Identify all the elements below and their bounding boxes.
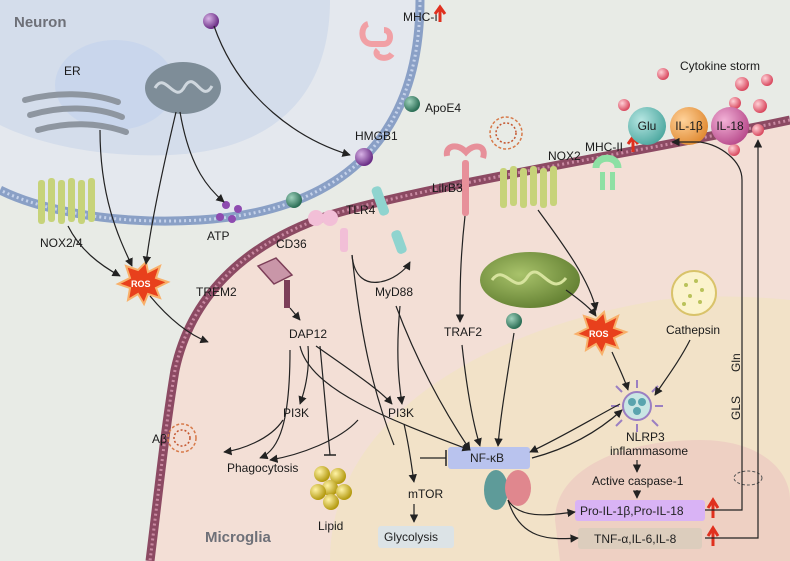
phagocytosis-label: Phagocytosis bbox=[227, 461, 298, 475]
nox2-receptor-icon bbox=[500, 166, 557, 208]
nox2-label: NOX2 bbox=[548, 149, 581, 163]
lilrb3-receptor-icon bbox=[443, 143, 487, 216]
trem2-receptor-icon bbox=[256, 257, 294, 308]
nfkb-box bbox=[448, 447, 530, 469]
apoe4-molecule bbox=[404, 96, 420, 112]
pi3k-label-left: PI3K bbox=[283, 406, 309, 420]
mhc2-receptor-icon bbox=[592, 154, 622, 190]
dap12-label: DAP12 bbox=[289, 327, 327, 341]
neuron-title: Neuron bbox=[14, 14, 67, 31]
atp-label: ATP bbox=[207, 229, 229, 243]
tnf-label: TNF-α,IL-6,IL-8 bbox=[594, 532, 677, 546]
cytokine-glu: Glu bbox=[638, 119, 657, 133]
pro-il-box bbox=[575, 500, 705, 521]
mhc1-label: MHC-I bbox=[403, 10, 438, 24]
ros-label-microglia: ROS bbox=[589, 329, 609, 339]
mhc1-receptor-icon bbox=[359, 21, 395, 61]
glu-sphere bbox=[628, 107, 666, 145]
apoe4-label: ApoE4 bbox=[425, 101, 461, 115]
nlrp3-label-line2: inflammasome bbox=[610, 444, 688, 458]
abeta-plaque-icon bbox=[489, 116, 523, 150]
lipid-inhibition-line bbox=[319, 345, 331, 456]
neuron-mitochondrion-cristae bbox=[153, 80, 214, 94]
hmgb1-molecule-top bbox=[203, 13, 219, 29]
il1b-sphere bbox=[670, 107, 708, 145]
mhc1-up-arrow-icon bbox=[433, 4, 447, 22]
lipid-label: Lipid bbox=[318, 519, 343, 533]
tlr4-label: TLR4 bbox=[346, 203, 376, 217]
cathepsin-label: Cathepsin bbox=[666, 323, 720, 337]
tlr4-receptor-icon bbox=[371, 186, 407, 254]
glycolysis-label: Glycolysis bbox=[384, 530, 438, 544]
hmgb1-label: HMGB1 bbox=[355, 129, 398, 143]
pathway-arrows bbox=[67, 25, 763, 543]
cd36-receptor-icon bbox=[308, 210, 348, 252]
nlrp3-inflammasome-icon bbox=[611, 380, 663, 432]
cd36-label: CD36 bbox=[276, 237, 307, 251]
ros-label-neuron: ROS bbox=[131, 279, 151, 289]
cathepsin-dots-icon bbox=[682, 279, 704, 306]
nox24-receptor-icon bbox=[38, 178, 95, 224]
lipid-droplets-icon bbox=[310, 466, 352, 510]
caspase-label: Active caspase-1 bbox=[592, 474, 684, 488]
gln-label: Gln bbox=[729, 353, 743, 372]
abeta-label: Aβ bbox=[152, 432, 167, 446]
cytokine-il1b: IL-1β bbox=[675, 119, 703, 133]
microglia-title: Microglia bbox=[205, 529, 272, 546]
apoe4-molecule-2 bbox=[286, 192, 302, 208]
lilrb3-label: LilrB3 bbox=[432, 181, 463, 195]
apoe4-molecule-3 bbox=[506, 313, 522, 329]
abeta-microglia-plaque-icon bbox=[167, 423, 197, 453]
hmgb1-molecule bbox=[355, 148, 373, 166]
er-label: ER bbox=[64, 64, 81, 78]
nox24-label: NOX2/4 bbox=[40, 236, 83, 250]
myd88-label: MyD88 bbox=[375, 285, 413, 299]
glutamine-vesicle-icon bbox=[733, 470, 763, 486]
cytokine-il18: IL-18 bbox=[716, 119, 744, 133]
traf2-label: TRAF2 bbox=[444, 325, 482, 339]
pi3k-label-right: PI3K bbox=[388, 406, 414, 420]
atp-molecules-icon bbox=[216, 201, 242, 223]
microglia-membrane-pattern bbox=[148, 118, 790, 561]
glycolysis-box bbox=[378, 526, 454, 548]
er-organelle bbox=[22, 91, 129, 135]
ros-burst-microglia: ROS bbox=[573, 309, 629, 357]
pro-il-label: Pro-IL-1β,Pro-IL-18 bbox=[580, 504, 684, 518]
trem2-label: TREM2 bbox=[196, 285, 237, 299]
microglia-mitochondrion bbox=[480, 252, 580, 308]
mtor-label: mTOR bbox=[408, 487, 443, 501]
lysosome-cathepsin-icon bbox=[671, 270, 717, 316]
tnf-box bbox=[578, 528, 702, 549]
nlrp3-label-line1: NLRP3 bbox=[626, 430, 665, 444]
cytokine-storm-label: Cytokine storm bbox=[680, 59, 760, 73]
microglia-mitochondrion-cristae bbox=[490, 270, 568, 286]
nfkb-label: NF-κB bbox=[470, 451, 504, 465]
gls-label: GLS bbox=[729, 396, 743, 420]
mhc2-label: MHC-II bbox=[585, 140, 623, 154]
nfkb-subunit-p65-icon bbox=[505, 470, 531, 506]
ros-burst-neuron: ROS bbox=[115, 259, 171, 307]
il18-sphere bbox=[711, 107, 749, 145]
cytokine-droplets-icon bbox=[618, 68, 773, 156]
nfkb-subunit-p50-icon bbox=[484, 470, 508, 510]
